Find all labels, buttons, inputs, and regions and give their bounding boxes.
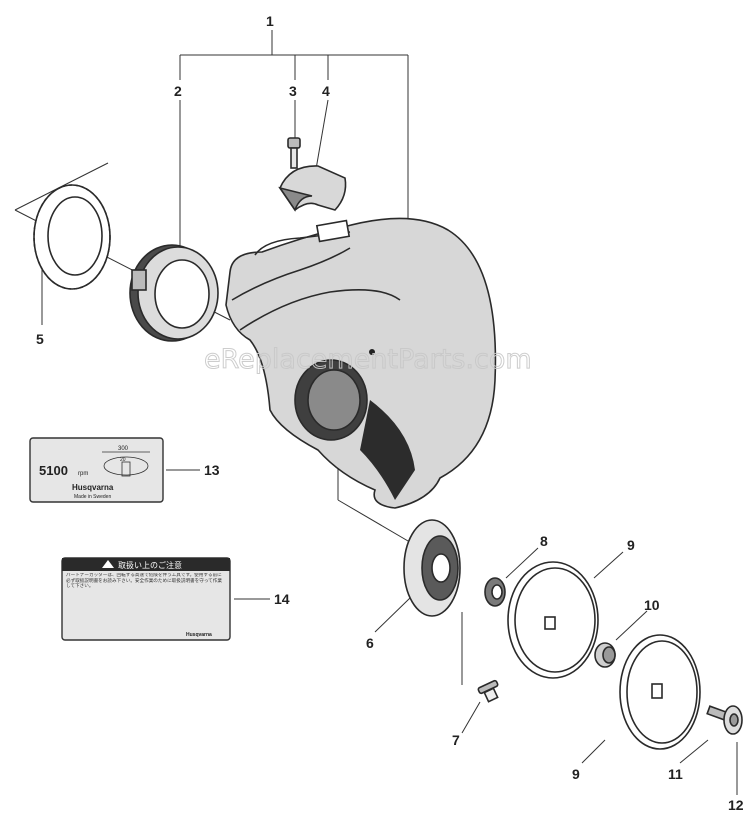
rating-brand: Husqvarna (72, 483, 114, 492)
callout-14: 14 (274, 591, 290, 607)
part-10-bushing (594, 642, 616, 668)
callout-12: 12 (728, 797, 744, 813)
callout-11: 11 (668, 766, 683, 782)
callout-1: 1 (266, 13, 274, 29)
part-6-flange (403, 519, 461, 617)
callout-6: 6 (366, 635, 374, 651)
callout-7: 7 (452, 732, 460, 748)
callout-9-upper: 9 (627, 537, 635, 553)
warning-body: パートナーカッターは、回転する高速で危険を伴う工具です。使用する前に必ず取扱説明… (66, 573, 222, 590)
callout-3: 3 (289, 83, 297, 99)
callout-8: 8 (540, 533, 548, 549)
callout-10: 10 (644, 597, 660, 613)
part-13-rating-plate: 5100 rpm 300 20 Husqvarna Made in Sweden (29, 437, 164, 503)
warning-brand: Husqvarna (186, 632, 212, 638)
rating-speed-unit: rpm (78, 471, 88, 477)
callout-13: 13 (204, 462, 220, 478)
watermark-text: eReplacementParts.com (204, 344, 532, 375)
part-2-clamp-ring (129, 244, 219, 342)
part-9-disc-lower (619, 634, 701, 750)
callout-9-lower: 9 (572, 766, 580, 782)
rating-origin: Made in Sweden (74, 494, 111, 500)
part-4-clip (278, 165, 347, 212)
part-1-blade-guard (225, 217, 497, 509)
callout-2: 2 (174, 83, 182, 99)
part-3-screw (287, 137, 301, 169)
part-9-disc-upper (507, 561, 599, 679)
callout-numbers: 1 2 3 4 5 6 7 8 9 10 9 11 12 13 14 (36, 13, 744, 813)
rating-dim-inner: 20 (120, 457, 126, 463)
callout-5: 5 (36, 331, 44, 347)
part-14-warning-decal: 取扱い上のご注意 パートナーカッターは、回転する高速で危険を伴う工具です。使用す… (61, 557, 231, 641)
rating-speed-value: 5100 (39, 463, 68, 478)
callout-4: 4 (322, 83, 330, 99)
warning-title: 取扱い上のご注意 (118, 560, 182, 570)
part-8-washer (484, 577, 506, 607)
rating-dim-outer: 300 (118, 446, 129, 452)
part-7-bolt (477, 679, 499, 703)
part-12-nut (723, 705, 743, 735)
part-5-blade-ring (33, 184, 111, 290)
